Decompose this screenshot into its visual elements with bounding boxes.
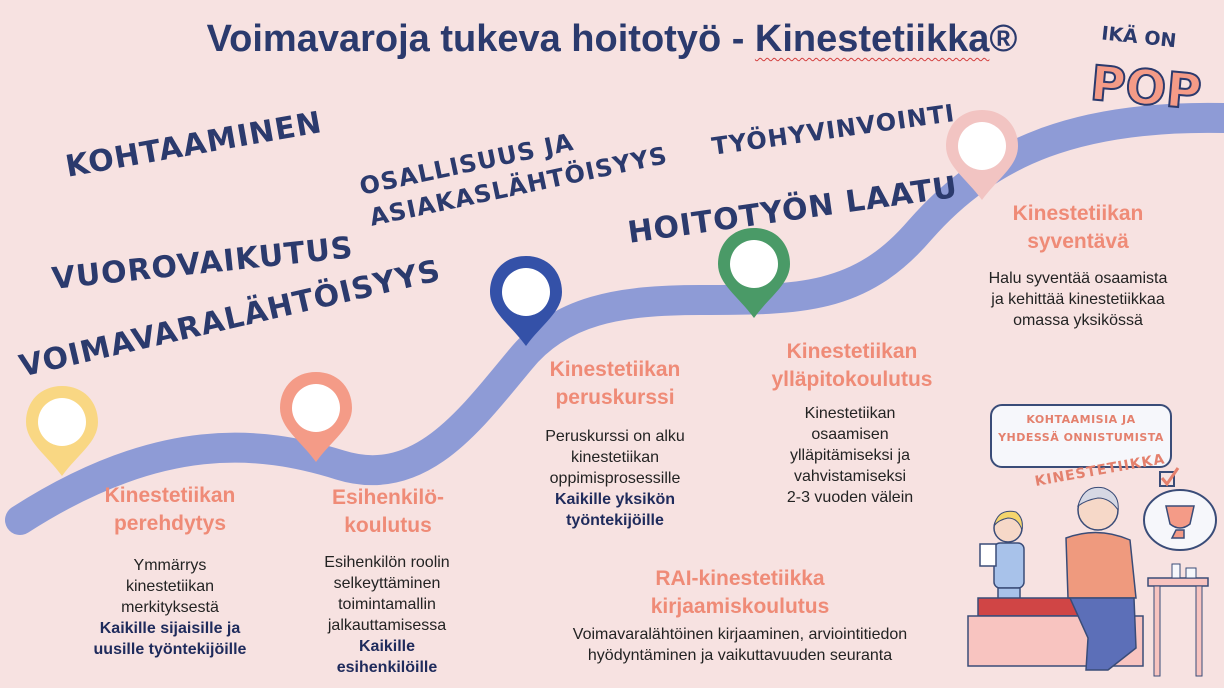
- desc-line: Ymmärrys: [133, 557, 207, 574]
- step-esihenkilo-heading: Esihenkilö- koulutus: [288, 484, 488, 540]
- pin-yllapito: [718, 228, 790, 318]
- desc-bold-line: uusille työntekijöille: [93, 641, 247, 658]
- desc-line: selkeyttäminen: [333, 575, 441, 592]
- step-perehdytys-heading: Kinestetiikan perehdytys: [70, 482, 270, 538]
- trophy-icon: [1165, 505, 1195, 539]
- step-syventava-heading: Kinestetiikan syventävä: [968, 200, 1188, 256]
- patient-hair: [1077, 486, 1119, 512]
- step-esihenkilo-heading-line2: koulutus: [344, 514, 432, 537]
- rai-heading-line1: RAI-kinestetiikka: [655, 567, 825, 590]
- desc-line: hyödyntäminen ja vaikuttavuuden seuranta: [587, 647, 893, 664]
- step-peruskurssi-desc: Peruskurssi on alku kinestetiikan oppimi…: [505, 426, 725, 531]
- patient-body: [1065, 531, 1137, 599]
- step-perehdytys-desc: Ymmärrys kinestetiikan merkityksestä Kai…: [60, 555, 280, 660]
- step-yllapito-heading-line2: ylläpitokoulutus: [771, 368, 933, 391]
- step-peruskurssi-heading-line1: Kinestetiikan: [549, 358, 681, 381]
- desc-line: ja kehittää kinestetiikkaa: [991, 291, 1165, 308]
- step-yllapito-heading: Kinestetiikan ylläpitokoulutus: [742, 338, 962, 394]
- rai-heading: RAI-kinestetiikka kirjaamiskoulutus: [590, 565, 890, 621]
- glass-icon: [1171, 563, 1181, 579]
- nurse-body: [993, 542, 1025, 589]
- brand-line2: POP: [1088, 55, 1204, 115]
- step-syventava-desc: Halu syventää osaamista ja kehittää kine…: [960, 268, 1196, 331]
- step-perehdytys-heading-line1: Kinestetiikan: [104, 484, 236, 507]
- page-title: Voimavaroja tukeva hoitotyö - Kinestetii…: [0, 18, 1224, 61]
- desc-line: Peruskurssi on alku: [545, 428, 685, 445]
- pin-syventava: [946, 110, 1018, 200]
- desc-line: kinestetiikan: [125, 578, 215, 595]
- desc-line: kinestetiikan: [570, 449, 660, 466]
- title-symbol: ®: [989, 18, 1018, 60]
- step-syventava-heading-line1: Kinestetiikan: [1012, 202, 1144, 225]
- brand-line1: IKÄ ON: [1100, 20, 1177, 52]
- pin-peruskurssi: [490, 256, 562, 346]
- desc-bold-line: esihenkilöille: [336, 659, 438, 676]
- speech-line1: KOHTAAMISIA JA: [1026, 413, 1136, 426]
- desc-line: Halu syventää osaamista: [988, 270, 1168, 287]
- step-yllapito-heading-line1: Kinestetiikan: [786, 340, 918, 363]
- nurse-clipboard: [979, 543, 997, 567]
- desc-line: vahvistamiseksi: [793, 468, 907, 485]
- pin-esihenkilo: [280, 372, 352, 462]
- desc-line: jalkauttamisessa: [327, 617, 447, 634]
- step-esihenkilo-desc: Esihenkilön roolin selkeyttäminen toimin…: [282, 552, 492, 678]
- step-yllapito-desc: Kinestetiikan osaamisen ylläpitämiseksi …: [740, 403, 960, 508]
- desc-bold-line: Kaikille yksikön: [554, 491, 676, 508]
- desc-line: omassa yksikössä: [1013, 312, 1143, 329]
- desc-line: osaamisen: [811, 426, 889, 443]
- desc-bold-line: työntekijöille: [566, 512, 664, 529]
- desc-bold-line: Kaikille: [358, 638, 416, 655]
- rai-heading-line2: kirjaamiskoulutus: [650, 595, 830, 618]
- desc-line: Esihenkilön roolin: [324, 554, 450, 571]
- side-table: [1147, 577, 1209, 587]
- brand-logo: IKÄ ON POP: [1085, 20, 1210, 121]
- title-highlight: Kinestetiikka: [754, 18, 990, 60]
- desc-line: toimintamallin: [338, 596, 436, 613]
- brand-logo-art: IKÄ ON POP: [1087, 20, 1205, 121]
- step-peruskurssi-heading: Kinestetiikan peruskurssi: [515, 356, 715, 412]
- desc-line: 2-3 vuoden välein: [786, 489, 914, 506]
- nurse-hair: [993, 510, 1023, 531]
- desc-line: oppimisprosessille: [549, 470, 681, 487]
- step-esihenkilo-heading-line1: Esihenkilö-: [331, 486, 445, 509]
- pin-perehdytys: [26, 386, 98, 476]
- side-table-leg: [1195, 585, 1203, 677]
- desc-bold-line: Kaikille sijaisille ja: [99, 620, 241, 637]
- step-perehdytys-heading-line2: perehdytys: [113, 512, 227, 535]
- desc-line: Kinestetiikan: [804, 405, 896, 422]
- checkmark-icon: [1160, 467, 1180, 487]
- step-peruskurssi-heading-line2: peruskurssi: [555, 386, 675, 409]
- desc-line: Voimavaralähtöinen kirjaaminen, arvioint…: [572, 626, 908, 643]
- step-syventava-heading-line2: syventävä: [1027, 230, 1129, 253]
- care-illustration: [967, 467, 1217, 677]
- rai-desc: Voimavaralähtöinen kirjaaminen, arvioint…: [530, 624, 950, 666]
- cup-icon: [1185, 567, 1197, 579]
- patient-legs: [1068, 597, 1137, 671]
- side-table-leg: [1153, 585, 1161, 677]
- speech-bubble: KOHTAAMISIA JA YHDESSÄ ONNISTUMISTA: [990, 404, 1172, 468]
- desc-line: merkityksestä: [121, 599, 219, 616]
- desc-line: ylläpitämiseksi ja: [789, 447, 911, 464]
- title-prefix: Voimavaroja tukeva hoitotyö -: [206, 18, 755, 60]
- speech-line2: YHDESSÄ ONNISTUMISTA: [998, 431, 1164, 444]
